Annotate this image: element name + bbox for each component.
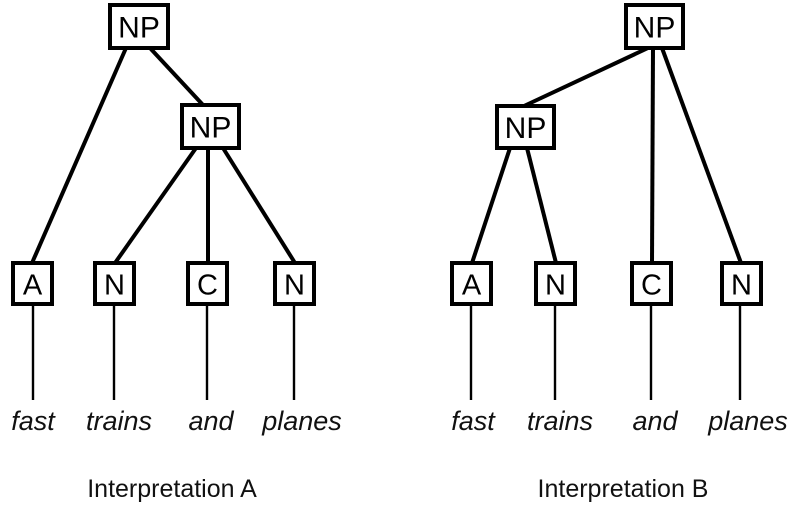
branch-a-np2-to-a-leaf2 xyxy=(113,146,198,265)
node-label-b-root: NP xyxy=(634,12,676,45)
word-a-1: trains xyxy=(86,406,152,436)
node-box-b-leaf4[interactable] xyxy=(720,261,763,306)
node-label-a-leaf4: N xyxy=(284,270,305,302)
word-b-0: fast xyxy=(451,406,496,436)
node-label-b-leaf2: N xyxy=(545,270,566,302)
node-box-a-leaf1[interactable] xyxy=(11,261,54,306)
word-a-0: fast xyxy=(11,406,56,436)
node-box-a-np2[interactable] xyxy=(180,103,241,150)
node-box-a-leaf3[interactable] xyxy=(186,261,229,306)
word-b-3: planes xyxy=(707,406,788,436)
branch-b-np2-to-b-leaf2 xyxy=(525,147,558,264)
word-b-1: trains xyxy=(527,406,593,436)
node-box-a-leaf4[interactable] xyxy=(273,261,316,306)
branch-a-np2-to-a-leaf4 xyxy=(221,146,297,265)
node-box-a-root[interactable] xyxy=(108,3,170,50)
node-box-b-leaf3[interactable] xyxy=(630,261,673,306)
node-label-a-leaf1: A xyxy=(23,270,43,302)
node-box-b-root[interactable] xyxy=(624,3,685,50)
caption-b: Interpretation B xyxy=(538,475,709,503)
node-box-b-leaf2[interactable] xyxy=(534,261,577,306)
node-box-b-np2[interactable] xyxy=(495,104,556,150)
node-label-b-leaf3: C xyxy=(641,270,662,302)
branch-a-root-to-a-np2 xyxy=(148,46,205,107)
node-label-a-np2: NP xyxy=(190,112,232,145)
node-label-b-np2: NP xyxy=(505,112,547,145)
word-b-2: and xyxy=(632,406,678,436)
branch-b-root-to-b-np2 xyxy=(523,46,649,108)
node-label-a-leaf2: N xyxy=(104,270,125,302)
node-label-a-root: NP xyxy=(118,12,160,45)
caption-a: Interpretation A xyxy=(87,475,257,503)
branch-a-root-to-a-leaf1 xyxy=(30,47,128,264)
node-box-b-leaf1[interactable] xyxy=(450,261,493,306)
word-a-2: and xyxy=(188,406,234,436)
node-box-a-leaf2[interactable] xyxy=(93,261,136,306)
branch-b-root-to-b-leaf3 xyxy=(650,47,655,264)
node-label-a-leaf3: C xyxy=(197,270,218,302)
word-a-3: planes xyxy=(261,406,342,436)
branch-b-root-to-b-leaf4 xyxy=(660,47,743,264)
node-label-b-leaf4: N xyxy=(731,270,752,302)
node-label-b-leaf1: A xyxy=(462,270,482,302)
branch-b-np2-to-b-leaf1 xyxy=(470,147,512,264)
